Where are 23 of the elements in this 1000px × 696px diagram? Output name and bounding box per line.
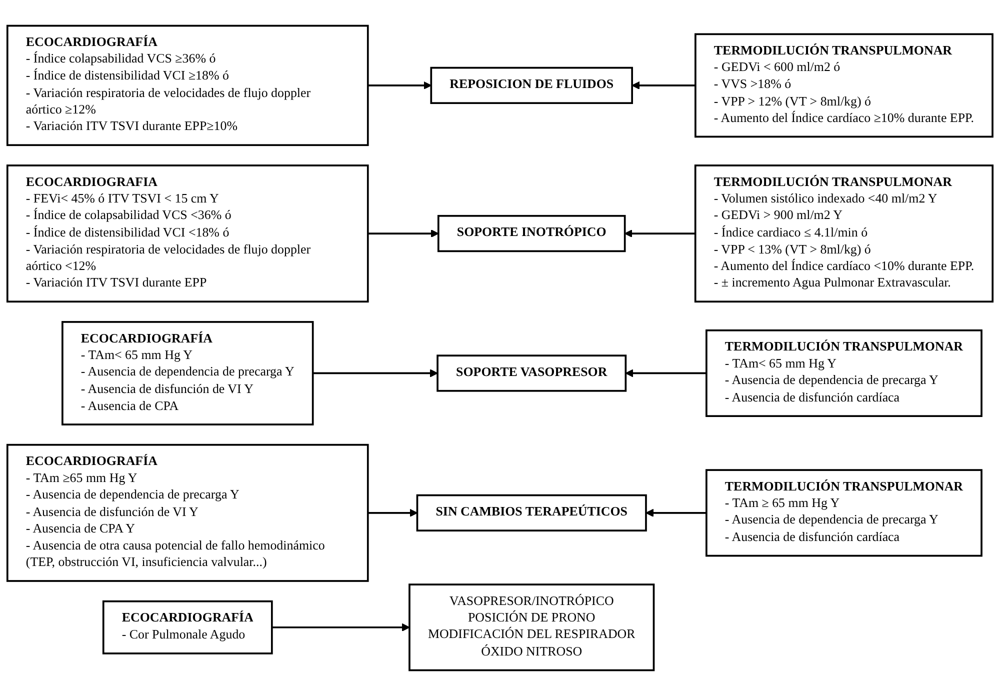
node-box: VASOPRESOR/INOTRÓPICO POSICIÓN DE PRONO MODIFICACIÓN DEL RESPIRADOR ÓXIDO NITROSO [408,584,655,672]
arrow [312,369,438,378]
node-box: ECOCARDIOGRAFÍA - TAm< 65 mm Hg Y - Ausencia de dependencia de precarga Y - Ausencia de disfunción de VI Y - Ausencia de CPA [62,321,314,426]
arrow [646,508,708,517]
node-box: SOPORTE INOTRÓPICO [437,214,626,252]
arrow [625,369,708,378]
node-box: TERMODILUCIÓN TRANSPULMONAR - TAm ≥ 65 mm Hg Y - Ausencia de dependencia de precarga Y - Ausencia de disfunción cardíaca [706,469,982,557]
node-box: ECOCARDIOGRAFÍA - Índice colapsabilidad VCS ≥36% ó - Índice de distensibilidad VCI ≥18% ó - Variación respiratoria de velocidades de flujo doppler aórtico ≥12% - Variación ITV TSVI durante EPP≥10% [6,24,369,146]
node-box: SOPORTE VASOPRESOR [436,354,627,392]
node-box: SIN CAMBIOS TERAPEÚTICOS [416,494,647,532]
node-box: ECOCARDIOGRAFIA - FEVi< 45% ó ITV TSVI < 15 cm Y - Índice de colapsabilidad VCS <36% ó - Índice de distensibilidad VCI <18% ó - Variación respiratoria de velocidades de flujo doppler aórtico <12% - Variación ITV TSVI durante EPP [6,164,369,303]
node-box: TERMODILUCIÓN TRANSPULMONAR - Volumen sistólico indexado <40 ml/m2 Y - GEDVi > 900 ml/m2 Y - Índice cardiaco ≤ 4.1l/min ó - VPP < 13% (VT > 8ml/kg) ó - Aumento del Índice cardíaco <10% durante EPP. - ± incremento Agua Pulmonar Extravascular. [694,164,994,303]
arrow [368,508,418,517]
node-box: ECOCARDIOGRAFÍA - Cor Pulmonale Agudo [102,600,273,654]
node-box: TERMODILUCIÓN TRANSPULMONAR - GEDVi < 600 ml/m2 ó - VVS >18% ó - VPP > 12% (VT > 8ml/kg) ó - Aumento del Índice cardíaco ≥10% durante EPP. [694,33,994,138]
arrow [632,81,696,90]
arrow [272,623,410,632]
node-box: REPOSICION DE FLUIDOS [430,66,633,104]
node-box: ECOCARDIOGRAFÍA - TAm ≥65 mm Hg Y - Ausencia de dependencia de precarga Y - Ausencia de disfunción de VI Y - Ausencia de CPA Y - Ausencia de otra causa potencial de fallo hemodinámico (TEP, obstrucción VI, insuficiencia valvular...) [6,444,369,582]
arrow [368,81,432,90]
arrow [368,229,439,238]
arrow [624,229,696,238]
node-box: TERMODILUCIÓN TRANSPULMONAR - TAm< 65 mm Hg Y - Ausencia de dependencia de precarga Y - Ausencia de disfunción cardíaca [706,329,982,417]
